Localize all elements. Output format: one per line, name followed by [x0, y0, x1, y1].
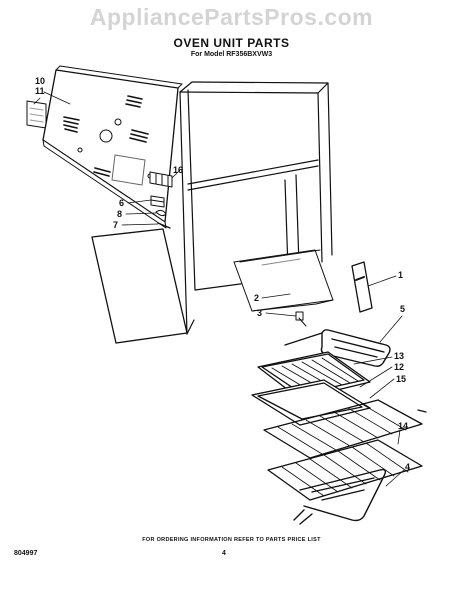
callout-7: 7: [113, 220, 119, 230]
oven-rack-15: [263, 399, 427, 459]
oven-rack-14: [267, 439, 423, 501]
broiler-pan: [251, 351, 371, 426]
model-line: For Model RF356BXVW3: [190, 51, 273, 58]
callout-13: 13: [394, 351, 405, 361]
oven-side-panel-left: [91, 228, 188, 344]
clip-8: [155, 209, 167, 217]
page-number: 4: [222, 550, 226, 557]
bake-element-4: [293, 468, 387, 525]
callout-10: 10: [35, 76, 46, 86]
terminal-block: [149, 171, 173, 188]
callout-3: 3: [257, 308, 263, 318]
callout-4: 4: [405, 462, 411, 472]
watermark: AppliancePartsPros.com: [89, 4, 374, 30]
page-title: OVEN UNIT PARTS: [173, 36, 290, 50]
clip-3: [295, 311, 307, 327]
callout-5: 5: [400, 304, 406, 314]
callout-6: 6: [119, 198, 125, 208]
oven-vent-2: [233, 249, 334, 312]
document-number: 804997: [14, 550, 38, 557]
callout-14: 14: [398, 421, 409, 431]
oven-back-panel: [42, 65, 183, 229]
callout-11: 11: [35, 86, 45, 96]
ordering-note: FOR ORDERING INFORMATION REFER TO PARTS …: [142, 537, 321, 543]
oven-cavity-frame: [179, 81, 333, 335]
callout-1: 1: [398, 270, 404, 280]
callout-15: 15: [396, 374, 407, 384]
leader-lines: [33, 91, 405, 487]
callout-2: 2: [254, 293, 260, 303]
insulation-pad: [26, 100, 47, 129]
broil-element-5: [284, 329, 391, 367]
vent-trim-1: [351, 261, 373, 313]
bracket-6: [150, 195, 165, 208]
callout-16: 16: [173, 165, 184, 175]
screw-7: [157, 222, 171, 229]
callout-8: 8: [117, 209, 123, 219]
callout-12: 12: [394, 362, 405, 372]
